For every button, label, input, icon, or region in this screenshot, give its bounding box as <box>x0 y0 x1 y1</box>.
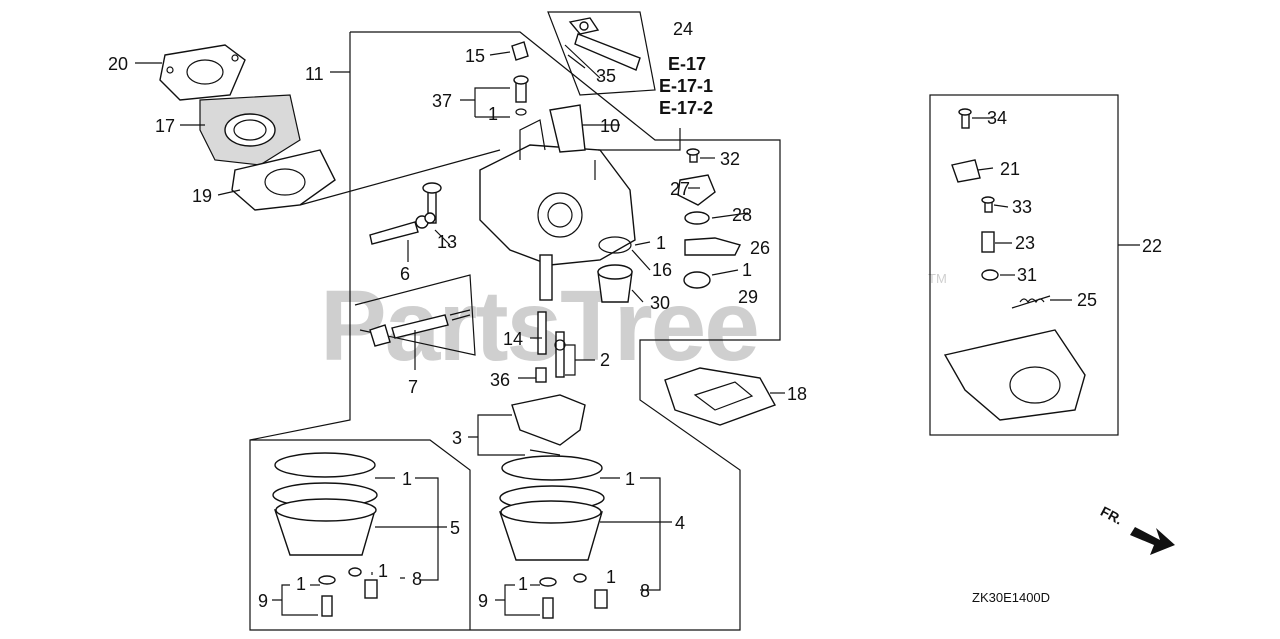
part-8-bolt-right <box>573 573 608 609</box>
callout-1-g: 1 <box>625 469 635 489</box>
part-30-diaphragm <box>597 264 633 303</box>
part-36-jet <box>535 367 547 383</box>
front-direction-arrow: FR. <box>1098 503 1175 555</box>
callout-4: 4 <box>675 513 685 533</box>
callout-27: 27 <box>670 179 690 199</box>
callout-1-c: 1 <box>742 260 752 280</box>
ref-leader <box>598 128 681 151</box>
part-27-cover <box>677 174 716 206</box>
part-37-screw <box>513 75 529 116</box>
callout-10: 10 <box>600 116 620 136</box>
part-32-screw <box>686 148 700 163</box>
part-9-bolt-left <box>318 575 336 617</box>
part-21-clip <box>951 159 981 183</box>
callout-1-d: 1 <box>402 469 412 489</box>
callout-1-e: 1 <box>378 561 388 581</box>
part-8-bolt-left <box>348 567 378 599</box>
leader-19 <box>299 149 501 206</box>
callout-5: 5 <box>450 518 460 538</box>
callout-9-a: 9 <box>258 591 268 611</box>
watermark-trademark: TM <box>928 271 947 286</box>
callout-15: 15 <box>465 46 485 66</box>
part-28-seal <box>684 211 710 225</box>
part-16-o-ring <box>598 236 632 254</box>
callout-35: 35 <box>596 66 616 86</box>
callout-24: 24 <box>673 19 693 39</box>
ref-code-e17-2: E-17-2 <box>659 98 713 118</box>
part-23-collar <box>981 231 995 253</box>
callout-31: 31 <box>1017 265 1037 285</box>
part-34-screw <box>958 108 972 129</box>
part-14-jet <box>537 311 547 355</box>
part-4-float-bowl <box>499 455 605 561</box>
part-26-packing <box>684 237 742 256</box>
callout-6: 6 <box>400 264 410 284</box>
callout-leaders <box>135 51 1140 616</box>
callout-1-i: 1 <box>518 574 528 594</box>
callout-19: 19 <box>192 186 212 206</box>
callout-1-a: 1 <box>488 104 498 124</box>
part-20-gasket <box>159 44 246 101</box>
callout-28: 28 <box>732 205 752 225</box>
callout-1-f: 1 <box>296 574 306 594</box>
part-2-needle-set <box>554 331 566 378</box>
part-15-clip <box>511 41 529 61</box>
part-31-spring <box>981 269 999 281</box>
callout-25: 25 <box>1077 290 1097 310</box>
ref-code-e17: E-17 <box>668 54 706 74</box>
part-17-insulator <box>199 94 301 166</box>
callout-33: 33 <box>1012 197 1032 217</box>
ref-code-e17-1: E-17-1 <box>659 76 713 96</box>
callout-20: 20 <box>108 54 128 74</box>
choke-bracket <box>943 329 1086 421</box>
callout-1-b: 1 <box>656 233 666 253</box>
callout-9-b: 9 <box>478 591 488 611</box>
callout-18: 18 <box>787 384 807 404</box>
callout-30: 30 <box>650 293 670 313</box>
callout-13: 13 <box>437 232 457 252</box>
callout-17: 17 <box>155 116 175 136</box>
part-5-float-bowl <box>272 452 378 556</box>
assembly-outline-11 <box>249 31 781 631</box>
callout-29: 29 <box>738 287 758 307</box>
part-6-screw-set <box>369 212 436 245</box>
callout-26: 26 <box>750 238 770 258</box>
callout-labels: 20 17 19 11 15 37 1 10 24 35 32 27 28 1 … <box>108 19 1162 611</box>
part-25-spring <box>1011 295 1051 309</box>
callout-11: 11 <box>305 64 324 84</box>
part-29-seal <box>683 271 711 289</box>
front-label: FR. <box>1098 503 1125 528</box>
callout-3: 3 <box>452 428 462 448</box>
callout-8-b: 8 <box>640 581 650 601</box>
callout-36: 36 <box>490 370 510 390</box>
callout-14: 14 <box>503 329 523 349</box>
callout-1-h: 1 <box>606 567 616 587</box>
part-9-bolt-right <box>539 577 557 619</box>
callout-21: 21 <box>1000 159 1020 179</box>
callout-32: 32 <box>720 149 740 169</box>
part-22-box <box>929 94 1119 436</box>
part-24-lever <box>564 17 641 79</box>
part-10-float-valve <box>549 104 586 153</box>
callout-2: 2 <box>600 350 610 370</box>
callout-34: 34 <box>987 108 1007 128</box>
callout-8-a: 8 <box>412 569 422 589</box>
part-24-box <box>547 11 656 96</box>
part-33-screw <box>981 196 995 213</box>
part-3-float <box>511 394 586 456</box>
part-7-pilot-screw <box>369 309 471 347</box>
callout-23: 23 <box>1015 233 1035 253</box>
part-7-box <box>354 274 476 356</box>
callout-7: 7 <box>408 377 418 397</box>
callout-22: 22 <box>1142 236 1162 256</box>
diagram-code: ZK30E1400D <box>972 590 1050 605</box>
callout-16: 16 <box>652 260 672 280</box>
callout-37: 37 <box>432 91 452 111</box>
part-18-gasket <box>664 367 777 426</box>
